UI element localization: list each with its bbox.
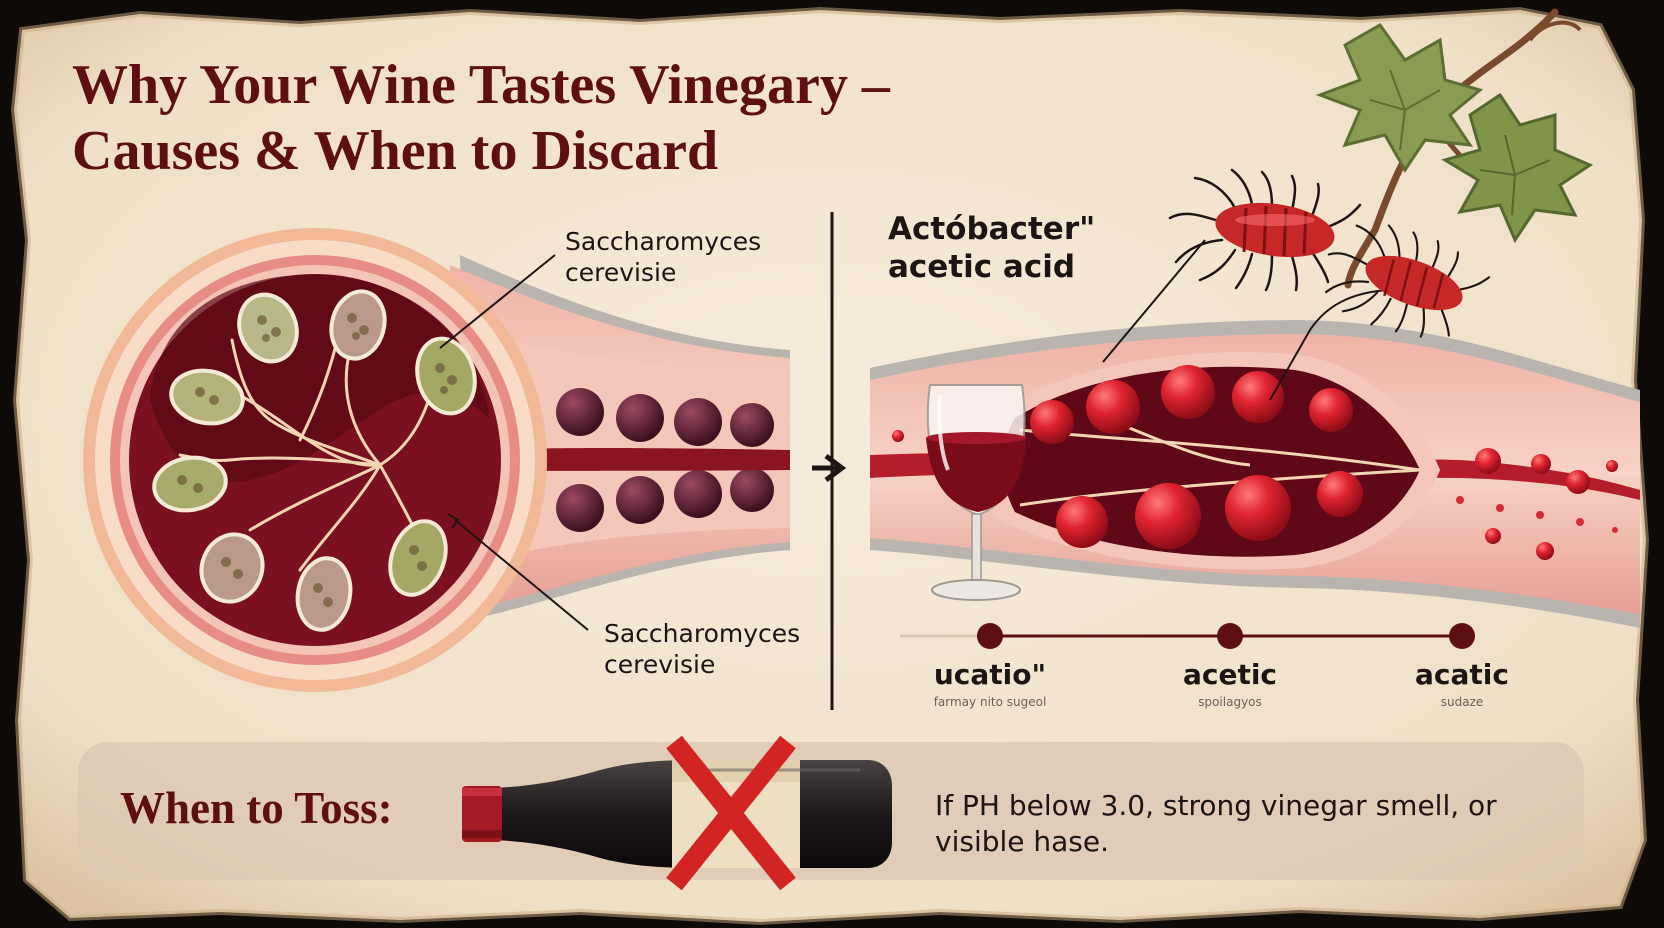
title-line-1: Why Your Wine Tastes Vinegary – — [72, 54, 890, 116]
grape-cell-row — [556, 388, 774, 532]
acetobacter-bacteria-icon — [1168, 168, 1491, 338]
stage-marker-3 — [1449, 623, 1475, 649]
fermentation-vessel-diagram — [83, 228, 790, 692]
wine-glass-icon — [926, 384, 1026, 601]
parchment-edge-stain — [10, 6, 1650, 926]
stage-marker-1 — [977, 623, 1003, 649]
acetic-acid-bubbles — [892, 365, 1618, 560]
toss-criteria: If PH below 3.0, strong vinegar smell, o… — [935, 789, 1497, 858]
yeast-label-top: Saccharomyces cerevisie — [565, 227, 762, 287]
wine-bottle-icon — [462, 760, 892, 868]
stage-marker-2 — [1217, 623, 1243, 649]
page-title: Why Your Wine Tastes Vinegary – Causes &… — [72, 52, 1072, 184]
title-line-2: Causes & When to Discard — [72, 120, 719, 182]
yeast-label-bottom: Saccharomyces cerevisie — [604, 619, 801, 679]
spoilage-timeline — [900, 623, 1475, 649]
acetobacter-label: Actóbacter" acetic acid — [888, 211, 1096, 285]
stage-2-sub: spoilagyos — [1198, 695, 1262, 709]
grape-vine-icon — [1315, 8, 1594, 289]
arrow-right-icon — [812, 454, 847, 482]
discard-cross-icon — [666, 735, 796, 891]
acetification-tube-diagram — [870, 239, 1640, 628]
yeast-cell-nuclei — [177, 313, 457, 607]
stage-3-name: acatic — [1415, 658, 1509, 691]
stage-2-name: acetic — [1182, 658, 1278, 691]
stage-1-name: ucatio" — [933, 658, 1047, 691]
stage-3-sub: sudaze — [1440, 695, 1484, 709]
stage-1-sub: farmay nito sugeol — [933, 695, 1047, 709]
toss-heading: When to Toss: — [120, 783, 393, 833]
yeast-cells — [152, 289, 477, 632]
